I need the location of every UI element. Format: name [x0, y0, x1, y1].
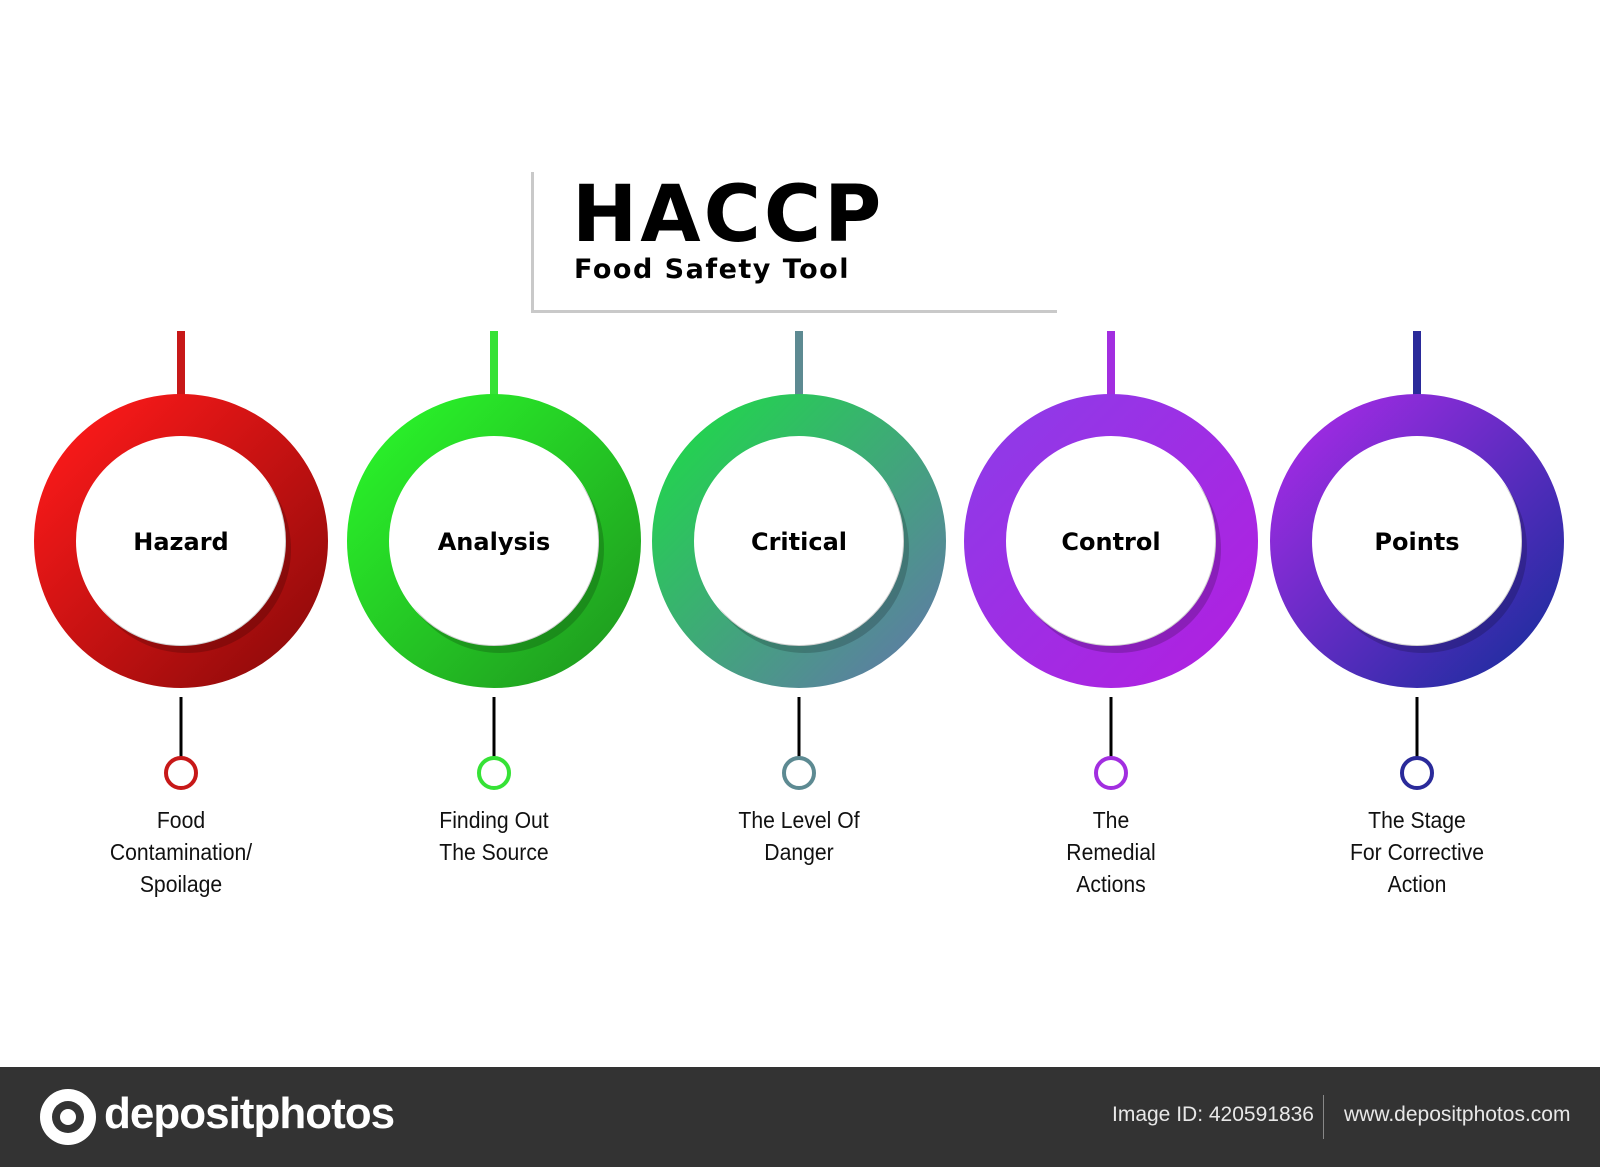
footer-logo-text: depositphotos — [104, 1089, 395, 1138]
footer-divider — [1323, 1095, 1324, 1139]
step-description: The Level Of Danger — [738, 807, 860, 865]
step-node-circle — [1400, 756, 1434, 790]
step-description: Food Contamination/ Spoilage — [109, 807, 253, 897]
step-word: Points — [1374, 528, 1459, 556]
step-ring — [1270, 394, 1564, 688]
step-ring — [964, 394, 1258, 688]
stock-footer-bar: depositphotos Image ID: 420591836 www.de… — [0, 1067, 1600, 1167]
camera-logo-icon — [40, 1089, 96, 1145]
step-2: Analysis — [347, 331, 641, 790]
step-description: Finding Out The Source — [439, 807, 549, 865]
diagram-title: HACCP — [572, 170, 885, 260]
step-inner-circle — [390, 437, 598, 645]
haccp-diagram: Hazard Analysis Critical Control Points — [34, 327, 1564, 790]
step-5: Points — [1270, 331, 1564, 790]
footer-image-id: Image ID: 420591836 — [1112, 1103, 1314, 1126]
step-word: Critical — [751, 528, 847, 556]
step-word: Hazard — [133, 528, 228, 556]
step-word: Analysis — [438, 528, 551, 556]
step-ring — [34, 394, 328, 688]
step-node-circle — [1094, 756, 1128, 790]
step-description: The Stage For Corrective Action — [1349, 807, 1485, 897]
step-word: Control — [1061, 528, 1160, 556]
step-inner-circle — [1313, 437, 1521, 645]
step-node-circle — [782, 756, 816, 790]
step-ring — [652, 394, 946, 688]
step-description: The Remedial Actions — [1066, 807, 1156, 897]
step-1: Hazard — [34, 331, 328, 790]
step-node-circle — [477, 756, 511, 790]
step-inner-circle — [1007, 437, 1215, 645]
step-ring — [347, 394, 641, 688]
diagram-subtitle: Food Safety Tool — [574, 254, 850, 285]
step-4: Control — [964, 331, 1258, 790]
step-3: Critical — [652, 331, 946, 790]
title-frame — [531, 172, 1057, 313]
step-inner-circle — [695, 437, 903, 645]
step-inner-circle — [77, 437, 285, 645]
step-node-circle — [164, 756, 198, 790]
footer-site-url: www.depositphotos.com — [1344, 1103, 1571, 1126]
